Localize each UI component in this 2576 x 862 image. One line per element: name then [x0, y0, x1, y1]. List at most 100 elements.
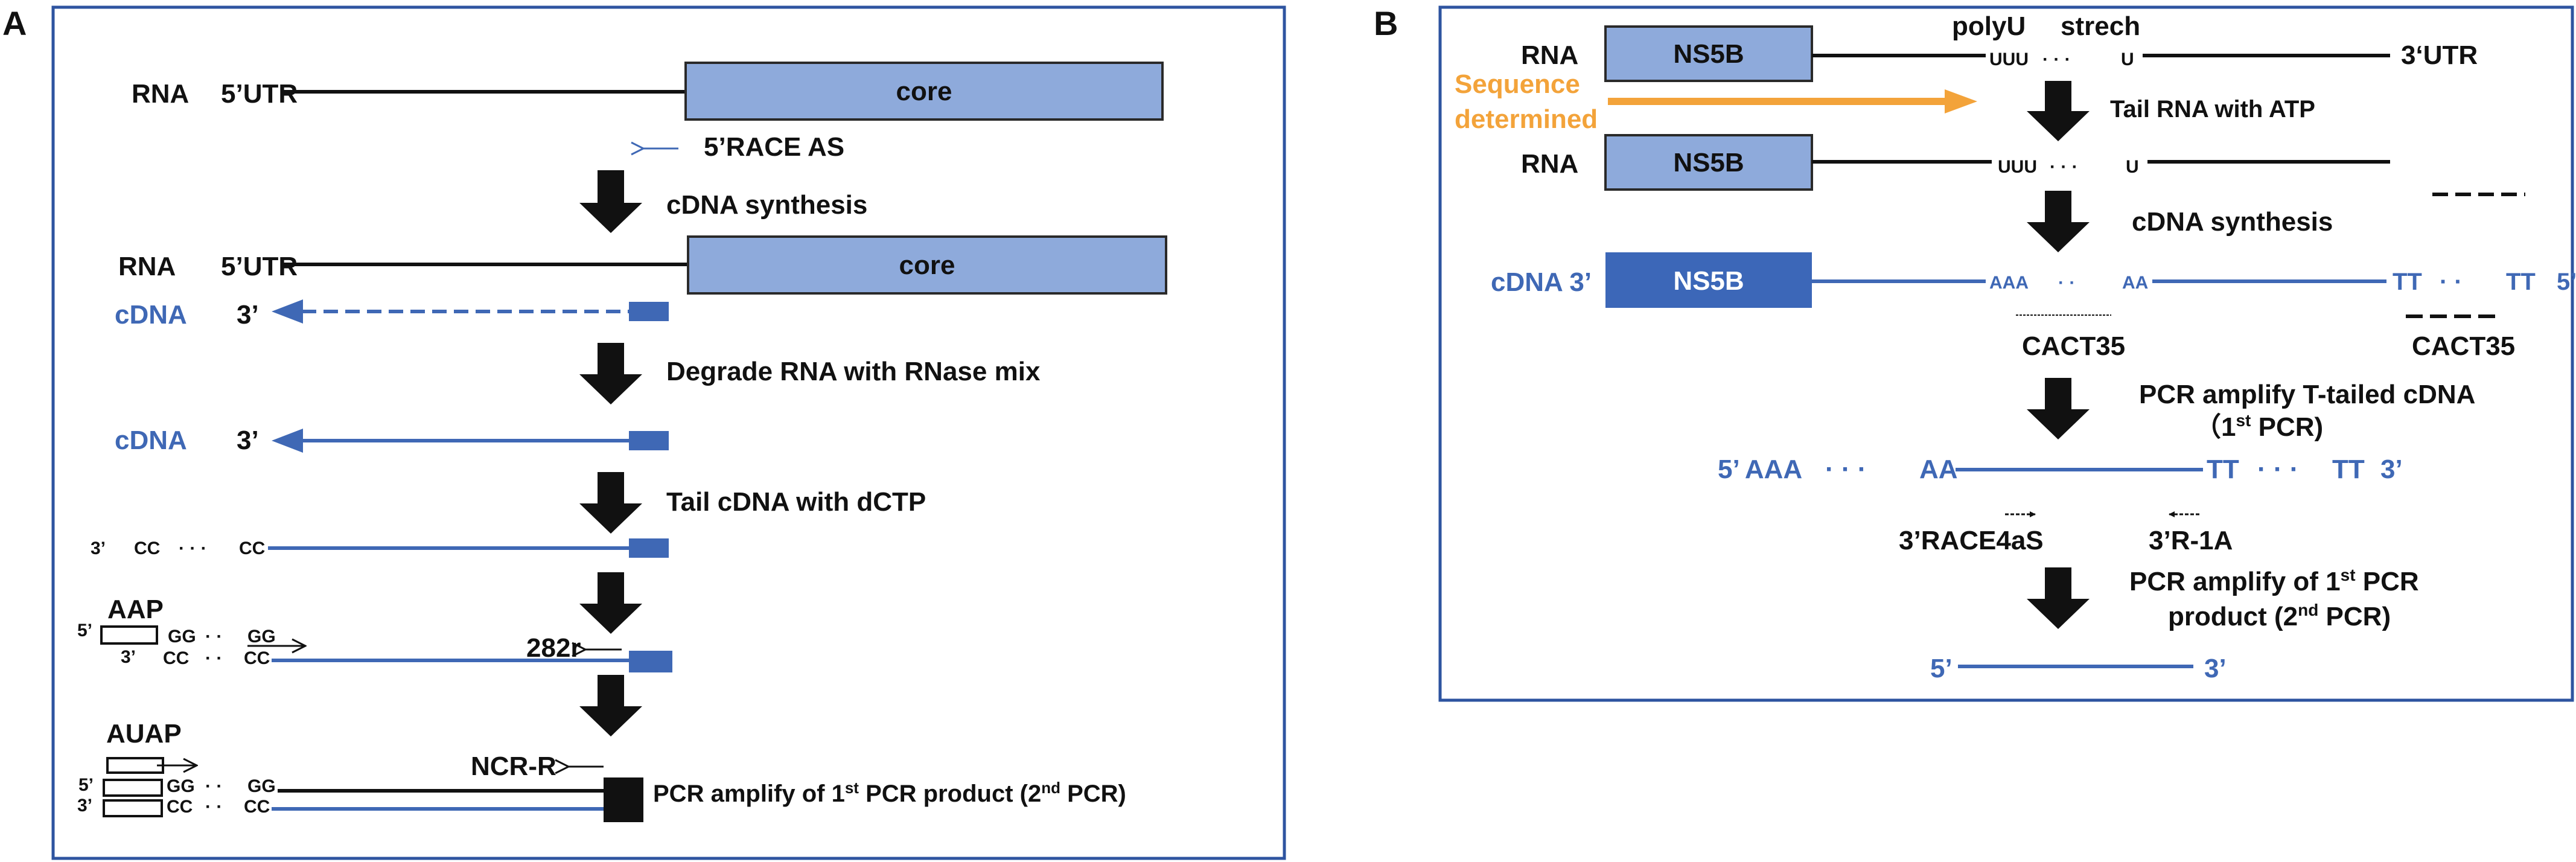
b-step-pcr2-l1-pre: PCR amplify of 1: [2129, 567, 2341, 596]
b-step-arrow-4: [2027, 567, 2090, 629]
b-row4-tt1: TT: [2207, 455, 2239, 484]
a-row4-dots: · · ·: [179, 538, 207, 558]
a-row6-gg1: GG: [167, 776, 195, 796]
a-row4-cc1: CC: [134, 538, 160, 558]
a-row1-rna-label: RNA: [132, 79, 189, 109]
a-row2-primer-block: [629, 302, 669, 321]
a-row6: AUAP 5’ GG · · GG 3’ CC · · CC NCR-R PCR…: [77, 719, 1126, 822]
b-row4-tt2: TT: [2332, 455, 2365, 484]
b-cact35-label-2: CACT35: [2412, 331, 2515, 361]
a-final-step: PCR amplify of 1st PCR product (2nd PCR): [653, 779, 1126, 807]
a-final-sup1: st: [845, 779, 859, 797]
b-row4-dots1: · · ·: [1825, 455, 1866, 484]
a-row5-aap-box: [100, 625, 158, 645]
a-row6-ncr-r-label: NCR-R: [471, 752, 556, 781]
b-step-arrow-3: [2027, 378, 2090, 439]
b-fwd-primer-label: 3’RACE4aS: [1899, 526, 2044, 555]
b-row1-dots: · · ·: [2042, 49, 2071, 69]
b-row1: RNA NS5B UUU · · · U 3‘UTR: [1521, 25, 2478, 82]
a-row2-3prime: 3’: [237, 300, 259, 330]
b-row1-u: U: [2121, 49, 2134, 69]
a-row5-5prime: 5’: [77, 621, 92, 640]
b-seq-determined-2: determined: [1455, 104, 1598, 134]
b-row1-rna-label: RNA: [1521, 40, 1578, 70]
a-row2-rna-label: RNA: [118, 252, 176, 281]
b-step-arrow-1: [2027, 81, 2090, 141]
b-step-pcr1-post: PCR): [2251, 412, 2323, 442]
b-row2-rna-label: RNA: [1521, 149, 1578, 179]
b-row2: RNA NS5B UUU · · · U: [1521, 134, 2525, 196]
a-row1-core-label: core: [896, 77, 952, 106]
b-row3-aaa: AAA: [1989, 273, 2029, 293]
a-row5-cc2: CC: [244, 648, 270, 668]
b-rev-primer-label: 3’R-1A: [2149, 526, 2233, 555]
b-cact35-label-1: CACT35: [2022, 331, 2125, 361]
a-row5-aap-label: AAP: [107, 595, 164, 624]
b-step-pcr2-l2-post: PCR): [2318, 602, 2391, 631]
a-row6-3prime: 3’: [77, 796, 92, 816]
a-row4-primer-block: [629, 538, 669, 558]
b-polyu-label: polyU: [1952, 11, 2026, 41]
a-row5-gg1: GG: [168, 627, 196, 646]
b-row3-ns5b-label: NS5B: [1673, 266, 1744, 296]
b-step-pcr1-pre: （1: [2195, 412, 2236, 442]
a-row2-core-label: core: [899, 251, 955, 280]
a-row5-3prime: 3’: [121, 647, 136, 667]
a-row6-primer-block: [604, 777, 643, 822]
a-row1-rna: RNA 5’UTR core: [132, 62, 1164, 121]
panel-a-letter: A: [2, 4, 27, 42]
b-row4-5aaa: 5’ AAA: [1718, 455, 1802, 484]
a-step-arrow-1: [579, 170, 642, 233]
a-final-mid: PCR product (2: [859, 781, 1041, 807]
a-step-arrow-2: [579, 343, 642, 404]
a-row6-cc1: CC: [167, 797, 193, 817]
a-step-degrade: Degrade RNA with RNase mix: [666, 357, 1041, 386]
b-row3-dots2: · ·: [2440, 269, 2463, 295]
b-row3-ns5b-box: [1605, 252, 1812, 308]
a-final-sup2: nd: [1041, 779, 1060, 797]
a-step-cdna-synthesis: cDNA synthesis: [666, 190, 867, 220]
a-row6-box-bot: [103, 799, 163, 817]
a-row4-3prime: 3’: [91, 538, 106, 558]
a-row5: AAP 5’ GG · · GG 3’ CC · · CC 282r: [77, 595, 672, 672]
b-row4-3prime: 3’: [2380, 455, 2403, 484]
b-row5-3prime: 3’: [2204, 654, 2227, 683]
b-row2-ns5b-label: NS5B: [1673, 148, 1744, 177]
a-step-arrow-5: [579, 675, 642, 736]
b-row1-uuu: UUU: [1989, 49, 2029, 69]
a-row4: 3’ CC · · · CC: [91, 538, 669, 558]
b-strech-label: strech: [2061, 11, 2140, 41]
b-row1-ns5b-label: NS5B: [1673, 39, 1744, 69]
b-row2-u: U: [2126, 157, 2139, 177]
b-step-arrow-2: [2027, 191, 2090, 252]
a-row3: cDNA 3’: [115, 426, 669, 455]
a-row2-utr-label: 5’UTR: [221, 252, 298, 281]
b-row2-uuu: UUU: [1998, 157, 2037, 177]
a-row3-cdna-label: cDNA: [115, 426, 187, 455]
a-final-pre: PCR amplify of 1: [653, 781, 845, 807]
a-step-arrow-4: [579, 572, 642, 634]
b-row3-dots1: · ·: [2058, 273, 2075, 293]
a-row5-cc1: CC: [163, 648, 189, 668]
panel-b: B polyU strech RNA NS5B UUU · · · U 3‘UT…: [1374, 4, 2576, 702]
b-step-pcr2-line1: PCR amplify of 1st PCR: [2129, 566, 2419, 596]
b-row5: 5’ 3’: [1930, 654, 2227, 683]
panel-a: A RNA 5’UTR core 5’RACE AS cDNA synthesi…: [2, 4, 1286, 860]
b-step-cdna-synthesis: cDNA synthesis: [2132, 207, 2333, 237]
b-row2-dots: · · ·: [2050, 157, 2078, 177]
a-row5-dots-top: · ·: [205, 627, 222, 646]
b-step-pcr2-l1-sup: st: [2341, 566, 2356, 584]
a-row3-3prime: 3’: [237, 426, 259, 455]
a-row6-auap-label: AUAP: [106, 719, 182, 749]
b-row1-3utr: 3‘UTR: [2401, 40, 2478, 70]
a-row2: RNA 5’UTR core cDNA 3’: [115, 235, 1167, 330]
a-row5-primer-block: [629, 651, 672, 672]
a-row6-dots-bot: · ·: [205, 797, 222, 817]
a-5race-primer-label: 5’RACE AS: [704, 132, 844, 162]
b-row3-aa: AA: [2122, 273, 2148, 293]
a-row5-dots-bot: · ·: [205, 648, 222, 668]
b-row3-tt2: TT: [2506, 269, 2536, 295]
b-seq-determined-1: Sequence: [1455, 69, 1580, 99]
a-row2-cdna-arrowhead: [272, 299, 303, 324]
